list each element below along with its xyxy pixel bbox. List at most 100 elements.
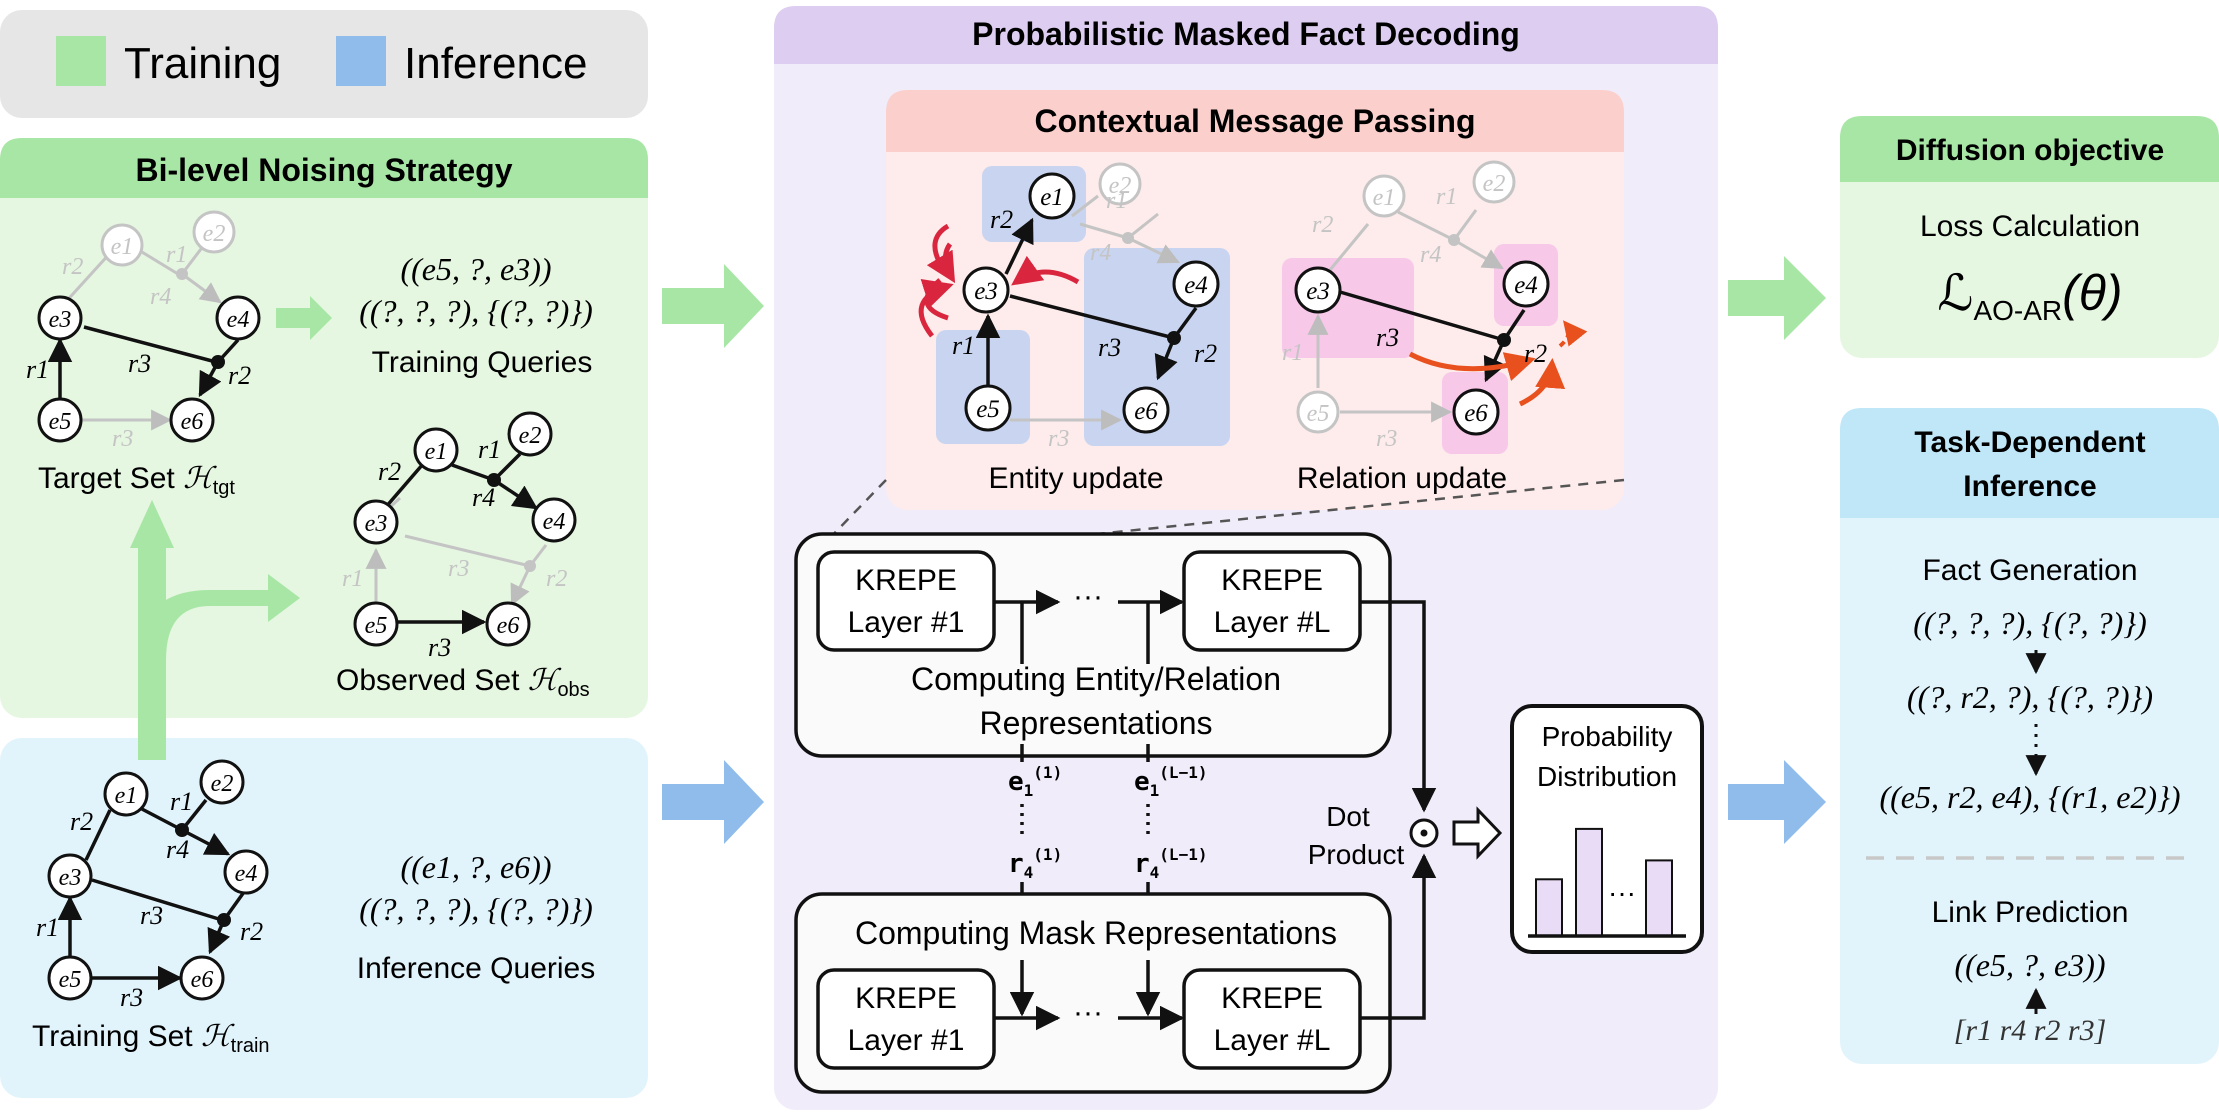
task-title-line1: Task-Dependent [1914,426,2145,459]
node-e1-relation: e1 [1373,185,1396,211]
prob-bar [1535,878,1563,937]
embed-e1-first: e1(1) [1008,763,1062,800]
node-e2-relation: e2 [1483,171,1506,197]
top-output-line [1360,600,1437,813]
fact-generation-label: Fact Generation [1922,554,2137,587]
entity-update-label: Entity update [988,462,1163,495]
node-e5-train: e5 [59,967,82,993]
rel-r4-observed: r4 [472,483,495,512]
inference-flow-arrow-right [1728,760,1826,844]
legend-inference-label: Inference [404,39,587,88]
training-flow-arrow-left [662,264,764,348]
task-title-line2: Inference [1963,470,2096,503]
rel-r1-relation-faded: r1 [1436,184,1457,210]
embedding-connectors: e1(1) e1(L−1) r4(1) r4(L−1) [1008,744,1207,896]
rel-r2-train-a: r2 [70,807,93,836]
training-queries-label: Training Queries [372,346,593,379]
target-set-label: Target Set ℋtgt [38,462,235,499]
node-e6-entity: e6 [1134,398,1158,425]
node-e4-target: e4 [227,307,250,333]
observed-set-label: Observed Set ℋobs [336,664,590,701]
relation-update-label: Relation update [1297,462,1507,495]
arrow-to-distribution [1452,806,1503,860]
legend-training-label: Training [124,39,281,88]
node-e5-entity: e5 [976,396,1000,423]
prob-bar [1575,827,1603,938]
rel-r1-train-b: r1 [36,913,59,942]
rel-r1-relation-faded-b: r1 [1282,340,1303,366]
computing-entity-line2: Representations [979,705,1212,741]
node-e1-train: e1 [115,783,138,809]
node-e2-train: e2 [211,771,234,797]
rel-r1-target: r1 [26,355,49,384]
node-e3-train: e3 [59,865,82,891]
node-e1-observed: e1 [425,439,448,465]
prob-dist-line2: Distribution [1537,761,1677,792]
rel-r1-entity: r1 [952,331,975,360]
node-e6-relation: e6 [1464,400,1488,427]
legend: Training Inference [0,10,648,118]
link-prediction-ranking: [r1 r4 r2 r3] [1954,1014,2107,1047]
rel-r3-entity-faded: r3 [1048,426,1069,452]
bilevel-title: Bi-level Noising Strategy [136,152,513,188]
loss-calculation-label: Loss Calculation [1920,210,2140,243]
node-e3-entity: e3 [974,278,998,305]
node-e3-target: e3 [49,307,72,333]
training-queries-line1: ((e5, ?, e3)) [400,251,551,287]
fact-generation-step3: ((e5, r2, e4), {(r1, e2)}) [1879,779,2180,815]
link-prediction-query: ((e5, ?, e3)) [1954,947,2105,983]
arrow-to-training-queries [276,296,332,340]
node-e4-relation: e4 [1514,272,1538,299]
krepe-1-bottom-line2: Layer #1 [848,1024,965,1057]
rel-r3-train-b: r3 [120,983,143,1012]
node-e6-observed: e6 [497,613,520,639]
inference-queries-line1: ((e1, ?, e6)) [400,849,551,885]
link-prediction-label: Link Prediction [1932,896,2129,929]
inference-flow-arrow-left [662,760,764,844]
rel-r2-entity-b: r2 [1194,339,1217,368]
legend-training-swatch [56,36,106,86]
node-e1-target: e1 [111,234,134,260]
node-e2-entity: e2 [1109,173,1132,199]
rel-r2-observed: r2 [378,457,401,486]
inference-panel [0,738,648,1098]
rel-r2-target: r2 [228,361,251,390]
node-e5-observed: e5 [365,613,388,639]
node-e4-observed: e4 [543,509,566,535]
node-e3-observed: e3 [365,511,388,537]
rel-r3-target: r3 [128,349,151,378]
node-e3-relation: e3 [1306,278,1330,305]
mask-repr-box: Computing Mask Representations KREPE Lay… [794,892,1392,1094]
task-dependent-panel: Task-Dependent Inference Fact Generation… [1840,408,2219,1064]
rel-r3-relation: r3 [1376,323,1399,352]
cmp-title: Contextual Message Passing [1034,103,1475,139]
rel-r3-faded: r3 [112,426,133,452]
krepe-l-top-line1: KREPE [1221,564,1323,597]
rel-r1-faded: r1 [166,242,187,268]
loss-formula: ℒAO-AR(θ) [1937,265,2122,326]
ellipsis-bottom: ··· [1073,996,1103,1029]
rel-r1-entity-faded: r1 [1106,188,1127,214]
rel-r3-relation-faded: r3 [1376,426,1397,452]
prob-dist-line1: Probability [1542,721,1673,752]
node-e4-entity: e4 [1184,272,1208,299]
node-e4-train: e4 [235,861,258,887]
training-set-label: Training Set ℋtrain [32,1020,270,1057]
training-flow-arrow-right [1728,256,1826,340]
rel-r1-observed: r1 [478,435,501,464]
krepe-1-top-line2: Layer #1 [848,606,965,639]
rel-r1-train-a: r1 [170,787,193,816]
ellipsis-top: ··· [1073,580,1103,613]
node-e2-observed: e2 [519,423,542,449]
node-e5-relation: e5 [1307,401,1330,427]
rel-r2-relation-faded: r2 [1312,212,1333,238]
prob-bar [1645,859,1673,938]
inference-queries-label: Inference Queries [357,952,595,985]
relation-update-graph: e1 e2 e3 e4 e5 e6 r2 r1 r4 r3 r2 r1 r3 [1282,160,1588,454]
probability-distribution-box: Probability Distribution ··· [1510,704,1704,954]
rel-r2-observed-faded: r2 [546,566,567,592]
pmfd-title: Probabilistic Masked Fact Decoding [972,16,1520,52]
fact-generation-step1: ((?, ?, ?), {(?, ?)}) [1913,605,2147,641]
node-e6-train: e6 [191,967,214,993]
